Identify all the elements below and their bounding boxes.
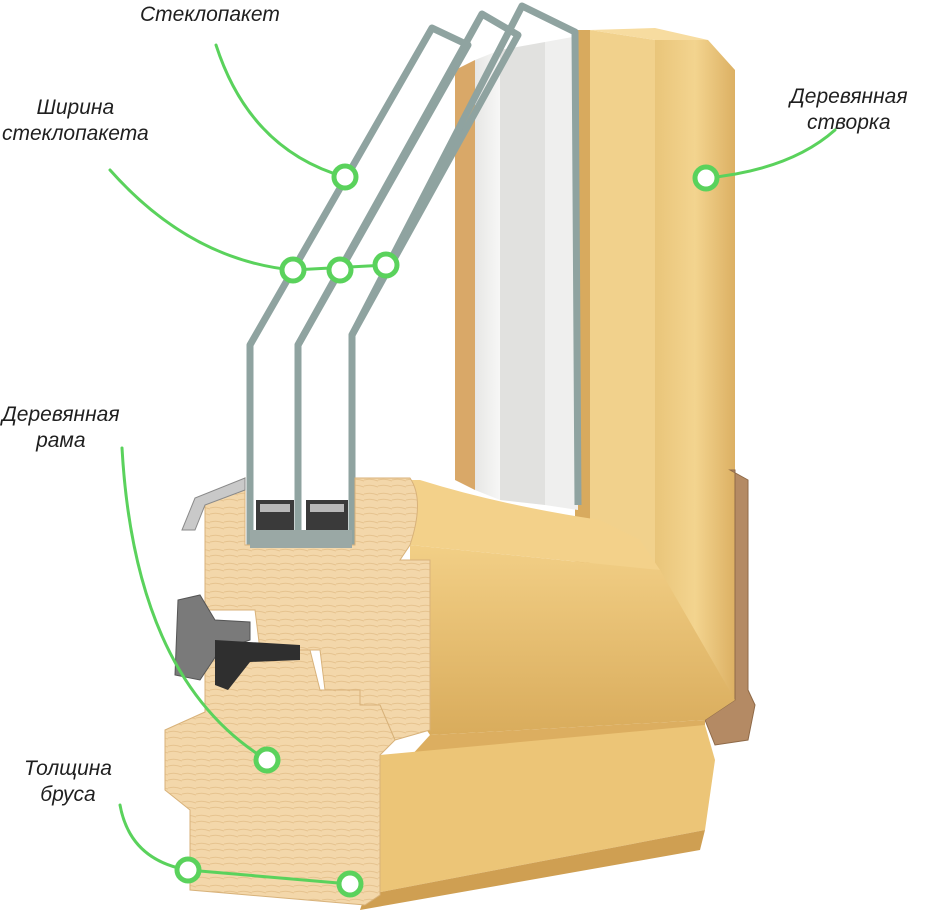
marker-glass-width-2 (326, 256, 354, 284)
label-beam-thickness-line-1: Толщина (24, 757, 112, 780)
sash-section (204, 477, 431, 741)
label-wood-sash-line-1: Деревянная (790, 85, 908, 108)
label-glass-width: Ширина стеклопакета (2, 95, 149, 147)
marker-glass-unit (331, 163, 359, 191)
pane-front (262, 70, 455, 520)
rubber-seal (215, 640, 300, 690)
label-wood-sash: Деревянная створка (790, 84, 908, 136)
marker-wood-frame (253, 746, 281, 774)
marker-beam-thickness-1 (174, 856, 202, 884)
label-glass-width-line-2: стеклопакета (2, 122, 149, 145)
label-beam-thickness-line-2: бруса (40, 783, 96, 806)
glass-unit-edges (246, 2, 582, 545)
hinge-hardware (704, 469, 756, 746)
label-wood-frame: Деревянная рама (2, 402, 120, 454)
spacer-right-highlight (310, 504, 344, 512)
glass-panes (262, 36, 578, 520)
frame-lower-face (365, 725, 715, 895)
label-wood-sash-line-2: створка (807, 111, 891, 134)
pane-space-1 (475, 50, 500, 500)
sash-outer-face (655, 40, 735, 720)
leader-glass-width (108, 168, 388, 272)
marker-beam-thickness-2 (336, 870, 364, 898)
label-glass-width-line-1: Ширина (36, 96, 115, 119)
leader-glass-unit (214, 43, 347, 179)
glass-edge-3 (348, 2, 582, 545)
pane-space-2 (500, 42, 545, 505)
marker-glass-width-3 (372, 251, 400, 279)
profile-cross-section (164, 477, 431, 906)
label-wood-frame-line-2: рама (36, 429, 86, 452)
leader-wood-sash (704, 128, 837, 180)
pane-back (455, 60, 475, 490)
seal-gasket (250, 530, 352, 548)
frame-lower-shadow (360, 830, 705, 910)
sill-front-face (410, 545, 735, 735)
label-glass-unit-text: Стеклопакет (140, 3, 280, 26)
frame-section (164, 649, 396, 906)
wood-frame (355, 480, 735, 910)
spacer-left-highlight (260, 504, 290, 512)
sill-top-face (355, 480, 660, 570)
sash-top-face (590, 28, 708, 40)
callout-markers (174, 163, 720, 898)
marker-glass-width-1 (279, 256, 307, 284)
marker-wood-sash (692, 164, 720, 192)
aluminium-cap (181, 477, 246, 531)
pane-space-3 (545, 36, 578, 510)
label-wood-frame-line-1: Деревянная (2, 403, 120, 426)
leader-wood-frame (120, 446, 269, 762)
label-beam-thickness: Толщина бруса (24, 756, 112, 808)
label-glass-unit: Стеклопакет (140, 2, 280, 28)
